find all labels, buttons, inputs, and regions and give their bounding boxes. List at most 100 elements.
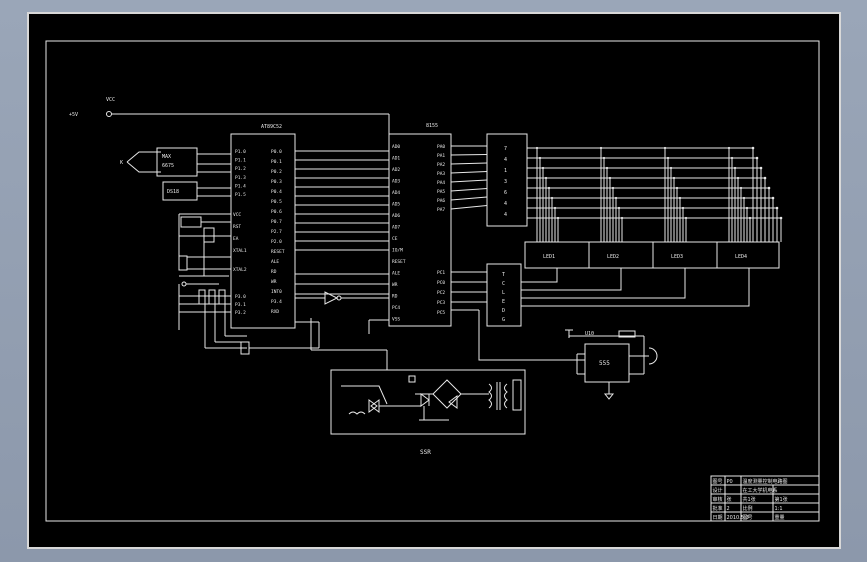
- junction-dot: [730, 156, 734, 160]
- ssr-diode: [420, 393, 430, 407]
- mcu-right-pin-label: P0.1: [271, 159, 282, 165]
- segment-bus: [527, 146, 783, 242]
- mcu-ctrl-pin-label: VCC: [233, 212, 241, 218]
- mcu-ctrl-pin-label: RST: [233, 224, 241, 230]
- chip-8155-right-pin-label: PC5: [437, 310, 445, 316]
- digit-select-wires: [521, 268, 750, 307]
- junction-dot: [620, 216, 624, 220]
- junction-dot: [684, 216, 688, 220]
- junction-dot: [553, 206, 557, 210]
- junction-dot: [556, 216, 560, 220]
- mcu-ctrl-pin-label: EA: [233, 236, 239, 242]
- segment-driver-pin: 1: [504, 168, 507, 174]
- timer-555: [584, 343, 630, 383]
- mcu-right-pin-label: P3.4: [271, 299, 282, 305]
- title-block-cell: 图号: [743, 515, 753, 521]
- chip-8155-right-pin-label: PC2: [437, 290, 445, 296]
- mcu-right-pin-label: P2.0: [271, 239, 282, 245]
- mcu-right-pin-label: P0.3: [271, 179, 282, 185]
- ssr-input-wire: [341, 385, 388, 405]
- segment-driver-pin: 7: [504, 146, 507, 152]
- junction-dot: [605, 166, 609, 170]
- chip-8155-right-pin-label: PA5: [437, 189, 445, 195]
- inner-frame: [45, 40, 820, 522]
- title-block-cell: 第1张: [775, 496, 788, 503]
- junction-dot: [535, 146, 539, 150]
- mcu-right-pin-label: P0.4: [271, 189, 282, 195]
- mcu-left-pin-label: P1.1: [235, 158, 246, 164]
- ssr-label: SSR: [420, 449, 431, 456]
- mcu-right-pin-label: RESET: [271, 249, 285, 255]
- chip-8155-left-pin-label: RESET: [392, 259, 406, 265]
- title-block-cell: 1:1: [775, 506, 783, 512]
- junction-dot: [611, 186, 615, 190]
- chip-8155-right-pin-label: PA2: [437, 162, 445, 168]
- junction-dot: [663, 146, 667, 150]
- led2-display: [588, 241, 654, 269]
- led1-label: LED1: [543, 254, 555, 260]
- crystal: [178, 255, 188, 271]
- digit-driver: [486, 263, 522, 327]
- junction-dot: [736, 176, 740, 180]
- reset-resistor: [180, 216, 202, 228]
- junction-dot: [675, 186, 679, 190]
- chip-8155-left-pin-label: AD0: [392, 144, 400, 150]
- mcu-right-pin-label: P0.7: [271, 219, 282, 225]
- timer-resistor: [618, 330, 636, 338]
- triac: [368, 399, 380, 413]
- chip-8155-left-pin-label: RD: [392, 294, 398, 300]
- mcu-right-pins: P0.0P0.1P0.2P0.3P0.4P0.5P0.6P0.7P2.7P2.0…: [271, 149, 285, 315]
- junction-dot: [779, 216, 783, 220]
- segment-driver: [486, 133, 528, 227]
- chip-8155-left-pin-label: AD1: [392, 156, 400, 162]
- mcu-low-pin-label: P3.1: [235, 302, 246, 308]
- title-block-cell: 设计: [713, 487, 723, 494]
- junction-dot: [748, 216, 752, 220]
- chip-8155-right-pin-label: PA6: [437, 198, 445, 204]
- junction-dot: [775, 206, 779, 210]
- chip-8155-right-pin-label: PC3: [437, 300, 445, 306]
- inverter: [324, 291, 339, 305]
- junction-dot: [550, 196, 554, 200]
- junction-dot: [547, 186, 551, 190]
- timer-ground: [603, 393, 615, 400]
- junction-dot: [759, 166, 763, 170]
- mcu-left-pins: P1.0P1.1P1.2P1.3P1.4P1.5: [235, 149, 246, 198]
- mcu-right-pin-label: RD: [271, 269, 277, 275]
- title-block-frame: [710, 475, 820, 522]
- chip-8155-right-pin-label: PC0: [437, 280, 445, 286]
- title-block-cell: 在工大学机电系: [743, 487, 778, 494]
- pullup-r3: [218, 289, 226, 305]
- mcu-ctrl-pin-label: XTAL2: [233, 267, 247, 273]
- mcu-right-pin-label: P0.0: [271, 149, 282, 155]
- title-block-cell: 共1张: [743, 496, 756, 503]
- mcu-right-pin-label: WR: [271, 279, 277, 285]
- chip-8155-left-pin-label: AD4: [392, 190, 400, 196]
- chip-8155-right-pin-label: PC1: [437, 270, 445, 276]
- mcu-left-pin-label: P1.2: [235, 166, 246, 172]
- led4-label: LED4: [735, 254, 747, 260]
- chip-8155-left-pins: AD0AD1AD2AD3AD4AD5AD6AD7CEIO/MRESETALEWR…: [392, 144, 406, 323]
- thermocouple-symbol: [126, 151, 161, 173]
- mcu-right-pin-label: P0.5: [271, 199, 282, 205]
- junction-dot: [614, 196, 618, 200]
- mcu-label: AT89C52: [261, 124, 282, 130]
- reset-capacitor: [203, 227, 215, 243]
- max-label: MAX: [162, 154, 171, 160]
- segment-driver-pin: 4: [504, 201, 507, 207]
- junction-dot: [733, 166, 737, 170]
- digit-driver-pin: C: [502, 281, 505, 287]
- chip-8155-right-pin-label: PA0: [437, 144, 445, 150]
- schematic-drawing: VCC +5V K MAX 6675 DS18 AT89C52 P1.0P1.1…: [45, 40, 820, 522]
- junction-dot: [672, 176, 676, 180]
- pullup-r1: [198, 289, 206, 305]
- ac-terminal: [512, 379, 522, 411]
- junction-dot: [681, 206, 685, 210]
- pullup-r2: [208, 289, 216, 305]
- chip-8155-left-pin-label: AD6: [392, 213, 400, 219]
- junction-dot: [763, 176, 767, 180]
- chip-8155-left-pin-label: IO/M: [392, 248, 403, 254]
